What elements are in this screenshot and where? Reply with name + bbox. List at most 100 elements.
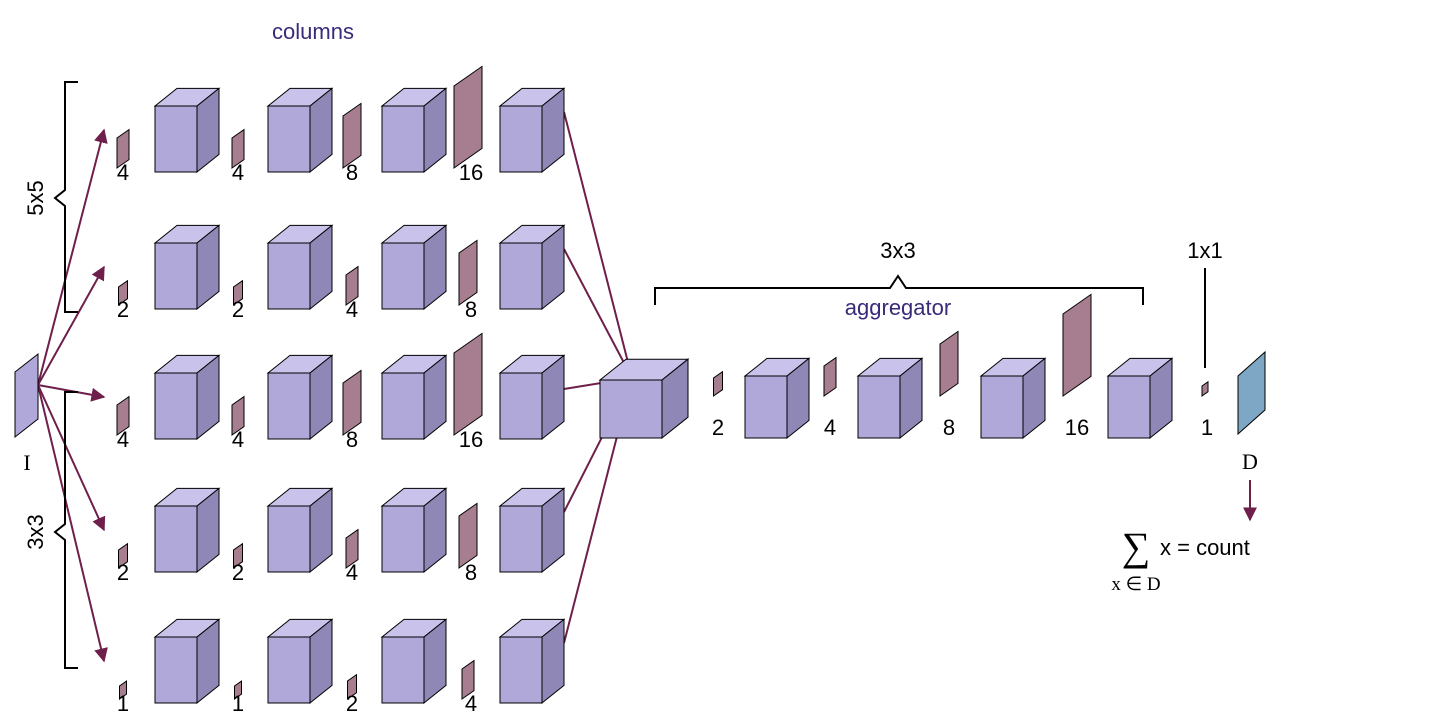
cube-front [154,242,198,310]
filter-count-label: 2 [232,560,244,585]
final-filter-map [1201,380,1209,397]
filter-count-label: 16 [459,160,483,185]
cube-front [857,375,901,439]
filter-count-label: 16 [459,427,483,452]
sum-equation: x = count [1160,535,1250,560]
filter-map [118,279,128,306]
filter-map [231,128,245,169]
filter-map [116,128,130,169]
filter-map [233,542,243,569]
conv-cube [266,618,334,705]
aggregator-input-cube [598,358,690,440]
cube-front [599,379,663,439]
cube-front [381,636,425,704]
filter-map [231,395,245,436]
cube-front [381,105,425,173]
filter-count-label: 1 [117,691,129,714]
conv-cube [153,354,221,441]
filter-count-label: 8 [346,427,358,452]
filter-map [345,265,359,306]
conv-cube [153,87,221,174]
filter-count-label: 8 [465,560,477,585]
input-map [14,352,39,439]
filter-map [234,680,242,700]
merge-arrow [563,248,633,380]
conv-cube [266,224,334,311]
filter-count-label: 2 [117,560,129,585]
conv-cube [498,224,566,311]
filter-map [119,680,127,700]
input-label: I [23,450,30,475]
conv-cube [266,487,334,574]
aggregator-cube [856,357,924,440]
input-arrow [37,384,106,532]
filter-count-label: 4 [465,691,477,714]
brace-3x3 [53,391,78,669]
branch-3x3-label: 3x3 [23,514,48,549]
aggregator-cube [979,357,1047,440]
cube-front [154,372,198,440]
shapes-layer [14,65,1266,705]
cube-front [154,636,198,704]
aggregator-filter-map [939,330,959,397]
aggregator-filter-map [1062,293,1092,397]
filter-count-label: 8 [346,160,358,185]
cube-front [499,636,543,704]
conv-cube [380,87,448,174]
aggregator-filter-map [713,370,723,397]
final-kernel-label: 1x1 [1187,238,1222,263]
cube-front [499,242,543,310]
columns-title: columns [272,19,354,44]
cube-front [267,636,311,704]
cube-front [381,505,425,573]
aggregator-filter-count-label: 4 [824,415,836,440]
conv-cube [266,87,334,174]
branch-5x5-label: 5x5 [23,180,48,215]
filter-count-label: 2 [117,297,129,322]
filter-map [453,332,483,436]
filter-map [342,369,362,436]
filter-count-label: 1 [232,691,244,714]
conv-cube [153,618,221,705]
filter-map [118,542,128,569]
aggregator-cube [1106,357,1174,440]
density-label: D [1242,449,1258,474]
conv-cube [266,354,334,441]
conv-cube [498,354,566,441]
input-arrow [37,128,108,386]
aggregator-cube [743,357,811,440]
brace-aggregator [654,274,1144,305]
filter-count-label: 4 [346,560,358,585]
filter-map [347,673,357,700]
filter-map [116,395,130,436]
sum-subscript: x ∈ D [1111,574,1160,595]
merge-arrow [563,111,636,380]
filter-count-label: 4 [232,160,244,185]
filter-map [458,502,478,569]
cube-front [744,375,788,439]
cube-front [1107,375,1151,439]
filter-map [342,102,362,169]
aggregator-filter-count-label: 8 [943,415,955,440]
conv-cube [380,618,448,705]
final-filter-count-label: 1 [1201,415,1213,440]
filter-count-label: 4 [232,427,244,452]
cube-front [499,372,543,440]
conv-cube [380,487,448,574]
filter-count-label: 2 [346,691,358,714]
conv-cube [153,224,221,311]
cube-front [154,505,198,573]
cube-front [267,105,311,173]
cube-front [381,372,425,440]
filter-count-label: 4 [117,427,129,452]
filter-count-label: 4 [117,160,129,185]
aggregator-filter-count-label: 16 [1065,415,1089,440]
cube-front [499,105,543,173]
filter-map [233,279,243,306]
cube-front [267,372,311,440]
filter-count-label: 4 [346,297,358,322]
brace-5x5 [53,81,78,313]
sum-symbol: ∑ [1122,524,1151,569]
cube-front [267,242,311,310]
